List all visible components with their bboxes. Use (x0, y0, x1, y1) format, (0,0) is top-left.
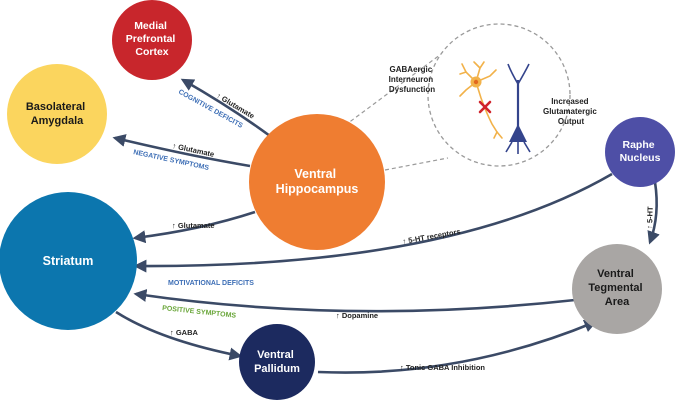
vta-circle (572, 244, 662, 334)
vh-circle (249, 114, 385, 250)
motivational-deficits-label: MOTIVATIONAL DEFICITS (168, 280, 254, 287)
arrow-raphe-to-vta (647, 181, 660, 245)
label-vh-striatum: ↑ Glutamate (172, 221, 215, 230)
arrow-striatum-to-vp (115, 310, 243, 361)
vp-circle (239, 324, 315, 400)
vta-label: Ventral Tegmental Area (588, 268, 645, 308)
arrow-vp-to-vta (317, 319, 598, 374)
glutamatergic-output-label: Increased Glutamatergic Output (543, 97, 599, 126)
node-mpfc: Medial Prefrontal Cortex (112, 0, 192, 80)
bla-label: Basolateral Amygdala (26, 101, 88, 127)
arrow-vh-to-striatum (132, 210, 256, 244)
node-bla: Basolateral Amygdala (7, 64, 107, 164)
striatum-circle (0, 192, 137, 330)
node-striatum: Striatum (0, 192, 137, 330)
arrow-vh-to-bla (112, 134, 251, 168)
label-vp-vta: ↑ Tonic GABA Inhibition (400, 363, 485, 372)
striatum-label: Striatum (43, 254, 94, 268)
node-vp: Ventral Pallidum (239, 324, 315, 400)
vh-label: Ventral Hippocampus (276, 167, 359, 196)
arrow-raphe-to-striatum (133, 172, 613, 273)
label-striatum-vp: ↑ GABA (170, 328, 199, 337)
mpfc-label: Medial Prefrontal Cortex (126, 20, 179, 58)
category-labels: COGNITIVE DEFICITS NEGATIVE SYMPTOMS MOT… (133, 89, 255, 320)
gabaergic-interneuron-icon (459, 61, 503, 139)
inset-circle (427, 23, 571, 167)
positive-symptoms-label: POSITIVE SYMPTOMS (162, 305, 237, 320)
gabaergic-dysfunction-label: GABAergic Interneuron Dysfunction (389, 65, 436, 94)
node-raphe: Raphe Nucleus (605, 117, 675, 187)
glutamatergic-neuron-icon (505, 63, 531, 154)
node-vh: Ventral Hippocampus (249, 114, 385, 250)
edges (112, 78, 660, 374)
raphe-circle (605, 117, 675, 187)
vp-label: Ventral Pallidum (254, 349, 300, 375)
edge-labels: ↑ Glutamate ↑ Glutamate ↑ Glutamate ↑ 5-… (170, 91, 655, 372)
node-vta: Ventral Tegmental Area (572, 244, 662, 334)
arrow-vta-to-striatum (133, 289, 576, 313)
mpfc-circle (112, 0, 192, 80)
synapse-blocked-icon (478, 100, 492, 114)
inset-connector (327, 45, 453, 171)
raphe-label: Raphe Nucleus (620, 139, 661, 164)
bla-circle (7, 64, 107, 164)
arrow-vh-to-mpfc (180, 78, 271, 138)
label-raphe-striatum: ↑ 5-HT receptors (402, 227, 461, 246)
label-vta-striatum: ↑ Dopamine (336, 311, 378, 320)
label-raphe-vta: ↑ 5-HT (645, 206, 655, 229)
